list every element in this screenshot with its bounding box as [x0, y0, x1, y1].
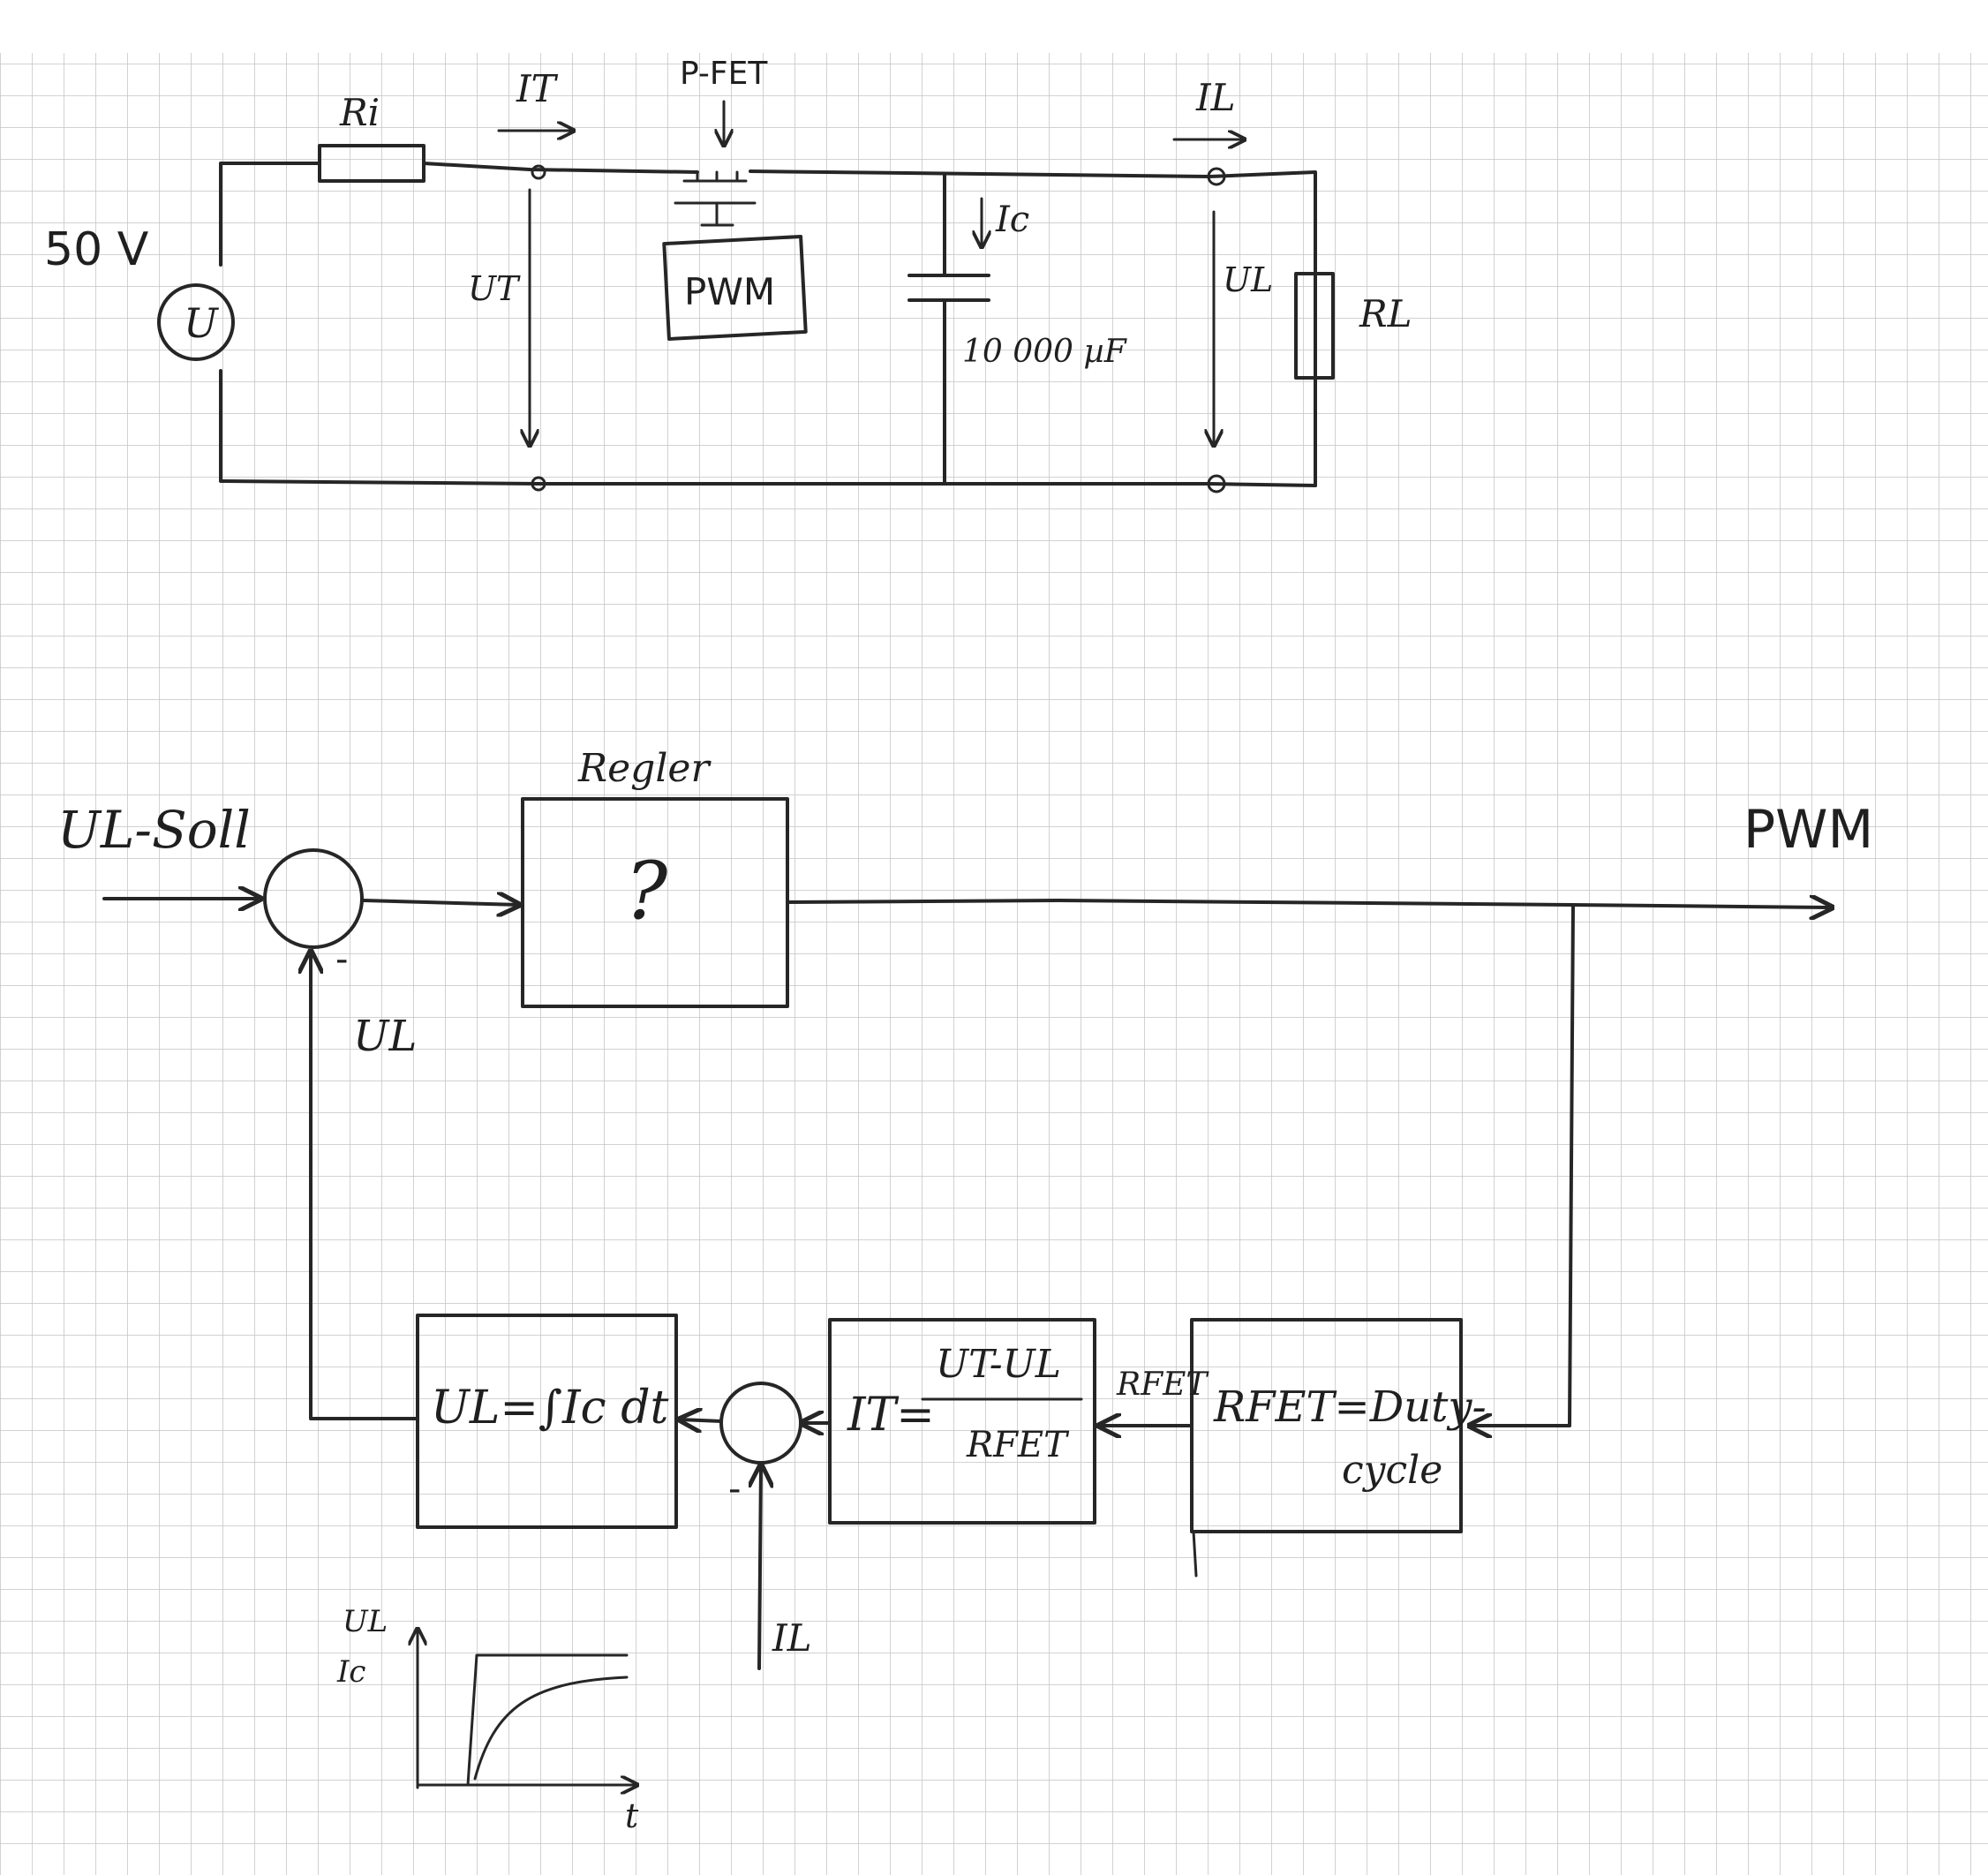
- voltage-source-letter: U: [184, 299, 220, 347]
- terminal-ut-bottom: [531, 476, 546, 492]
- summing-junction-1: [263, 848, 364, 949]
- wire-top-left: [219, 162, 321, 267]
- controller-title: Regler: [577, 746, 712, 791]
- integrator-formula: UL=∫Ic dt: [431, 1382, 668, 1434]
- terminal-ut-top: [531, 164, 546, 180]
- voltage-source-symbol: [157, 283, 235, 361]
- junction-to-integrator-arrow: [680, 1419, 723, 1421]
- current-ic-label: Ic: [995, 200, 1029, 240]
- wire-bottom: [219, 369, 1317, 487]
- resistor-ri-label: Ri: [339, 91, 380, 134]
- step-response-sketch: UL Ic t: [336, 1604, 639, 1835]
- feedback-ul-label: UL: [353, 1012, 417, 1061]
- capacitor-value-label: 10 000 µF: [962, 334, 1128, 370]
- rfet-block-line1: RFET=Duty-: [1213, 1382, 1487, 1432]
- integrator-block: [416, 1314, 678, 1529]
- capacitor-symbol: [907, 173, 990, 486]
- p-fet-label: P-FET: [680, 56, 768, 92]
- pwm-feedback-wire: [1470, 903, 1575, 1426]
- minus-sign-2: -: [728, 1469, 741, 1510]
- minus-sign-1: -: [335, 939, 348, 980]
- terminal-ul-top: [1207, 167, 1226, 186]
- current-block-denominator: RFET: [966, 1425, 1070, 1465]
- load-current-input-label: IL: [772, 1616, 811, 1660]
- mini-plot-x-label: t: [625, 1796, 639, 1835]
- p-fet-symbol: [674, 170, 757, 227]
- pwm-output-label: PWM: [1743, 799, 1873, 861]
- current-block-numerator: UT-UL: [936, 1342, 1061, 1387]
- load-resistor-symbol: [1294, 272, 1335, 380]
- mini-plot-y-label-1: UL: [343, 1604, 388, 1639]
- integrator-feedback-arrow: [311, 952, 419, 1420]
- current-block-lhs: IT=: [847, 1389, 935, 1442]
- voltage-ut-label: UT: [468, 269, 521, 308]
- rfet-signal-label: RFET: [1116, 1367, 1209, 1403]
- voltage-ul-label: UL: [1223, 260, 1273, 299]
- load-resistor-label: RL: [1359, 292, 1412, 335]
- mini-plot-step-curve: [466, 1653, 629, 1787]
- wire-top-after-fet: [749, 169, 1317, 487]
- control-block-diagram: UL-Soll - Regler ? PWM RFET=Duty- cycle …: [57, 746, 1873, 1670]
- circuit-schematic: U 50 V Ri IT UT P-FET PWM Ic 10 000 µF I…: [44, 56, 1412, 493]
- rfet-block-line2: cycle: [1342, 1448, 1442, 1493]
- load-current-input-arrow: [759, 1465, 761, 1670]
- pwm-gate-box: [662, 234, 808, 341]
- grid-paper: [0, 53, 1988, 1875]
- junction-to-controller-arrow: [362, 900, 519, 905]
- wire-top-main: [422, 162, 699, 174]
- pwm-gate-label: PWM: [684, 270, 775, 313]
- mini-plot-rise-curve: [473, 1675, 629, 1781]
- source-voltage-label: 50 V: [44, 223, 149, 276]
- controller-to-pwm-arrow: [786, 900, 1832, 907]
- rfet-block-tail: [1192, 1530, 1198, 1578]
- terminal-ul-bottom: [1207, 474, 1226, 493]
- mini-plot-y-label-2: Ic: [336, 1654, 365, 1690]
- current-it-label: IT: [516, 67, 559, 110]
- controller-question-mark: ?: [625, 845, 668, 938]
- current-il-label: IL: [1195, 76, 1235, 119]
- summing-junction-2: [719, 1382, 802, 1465]
- setpoint-label: UL-Soll: [57, 800, 251, 860]
